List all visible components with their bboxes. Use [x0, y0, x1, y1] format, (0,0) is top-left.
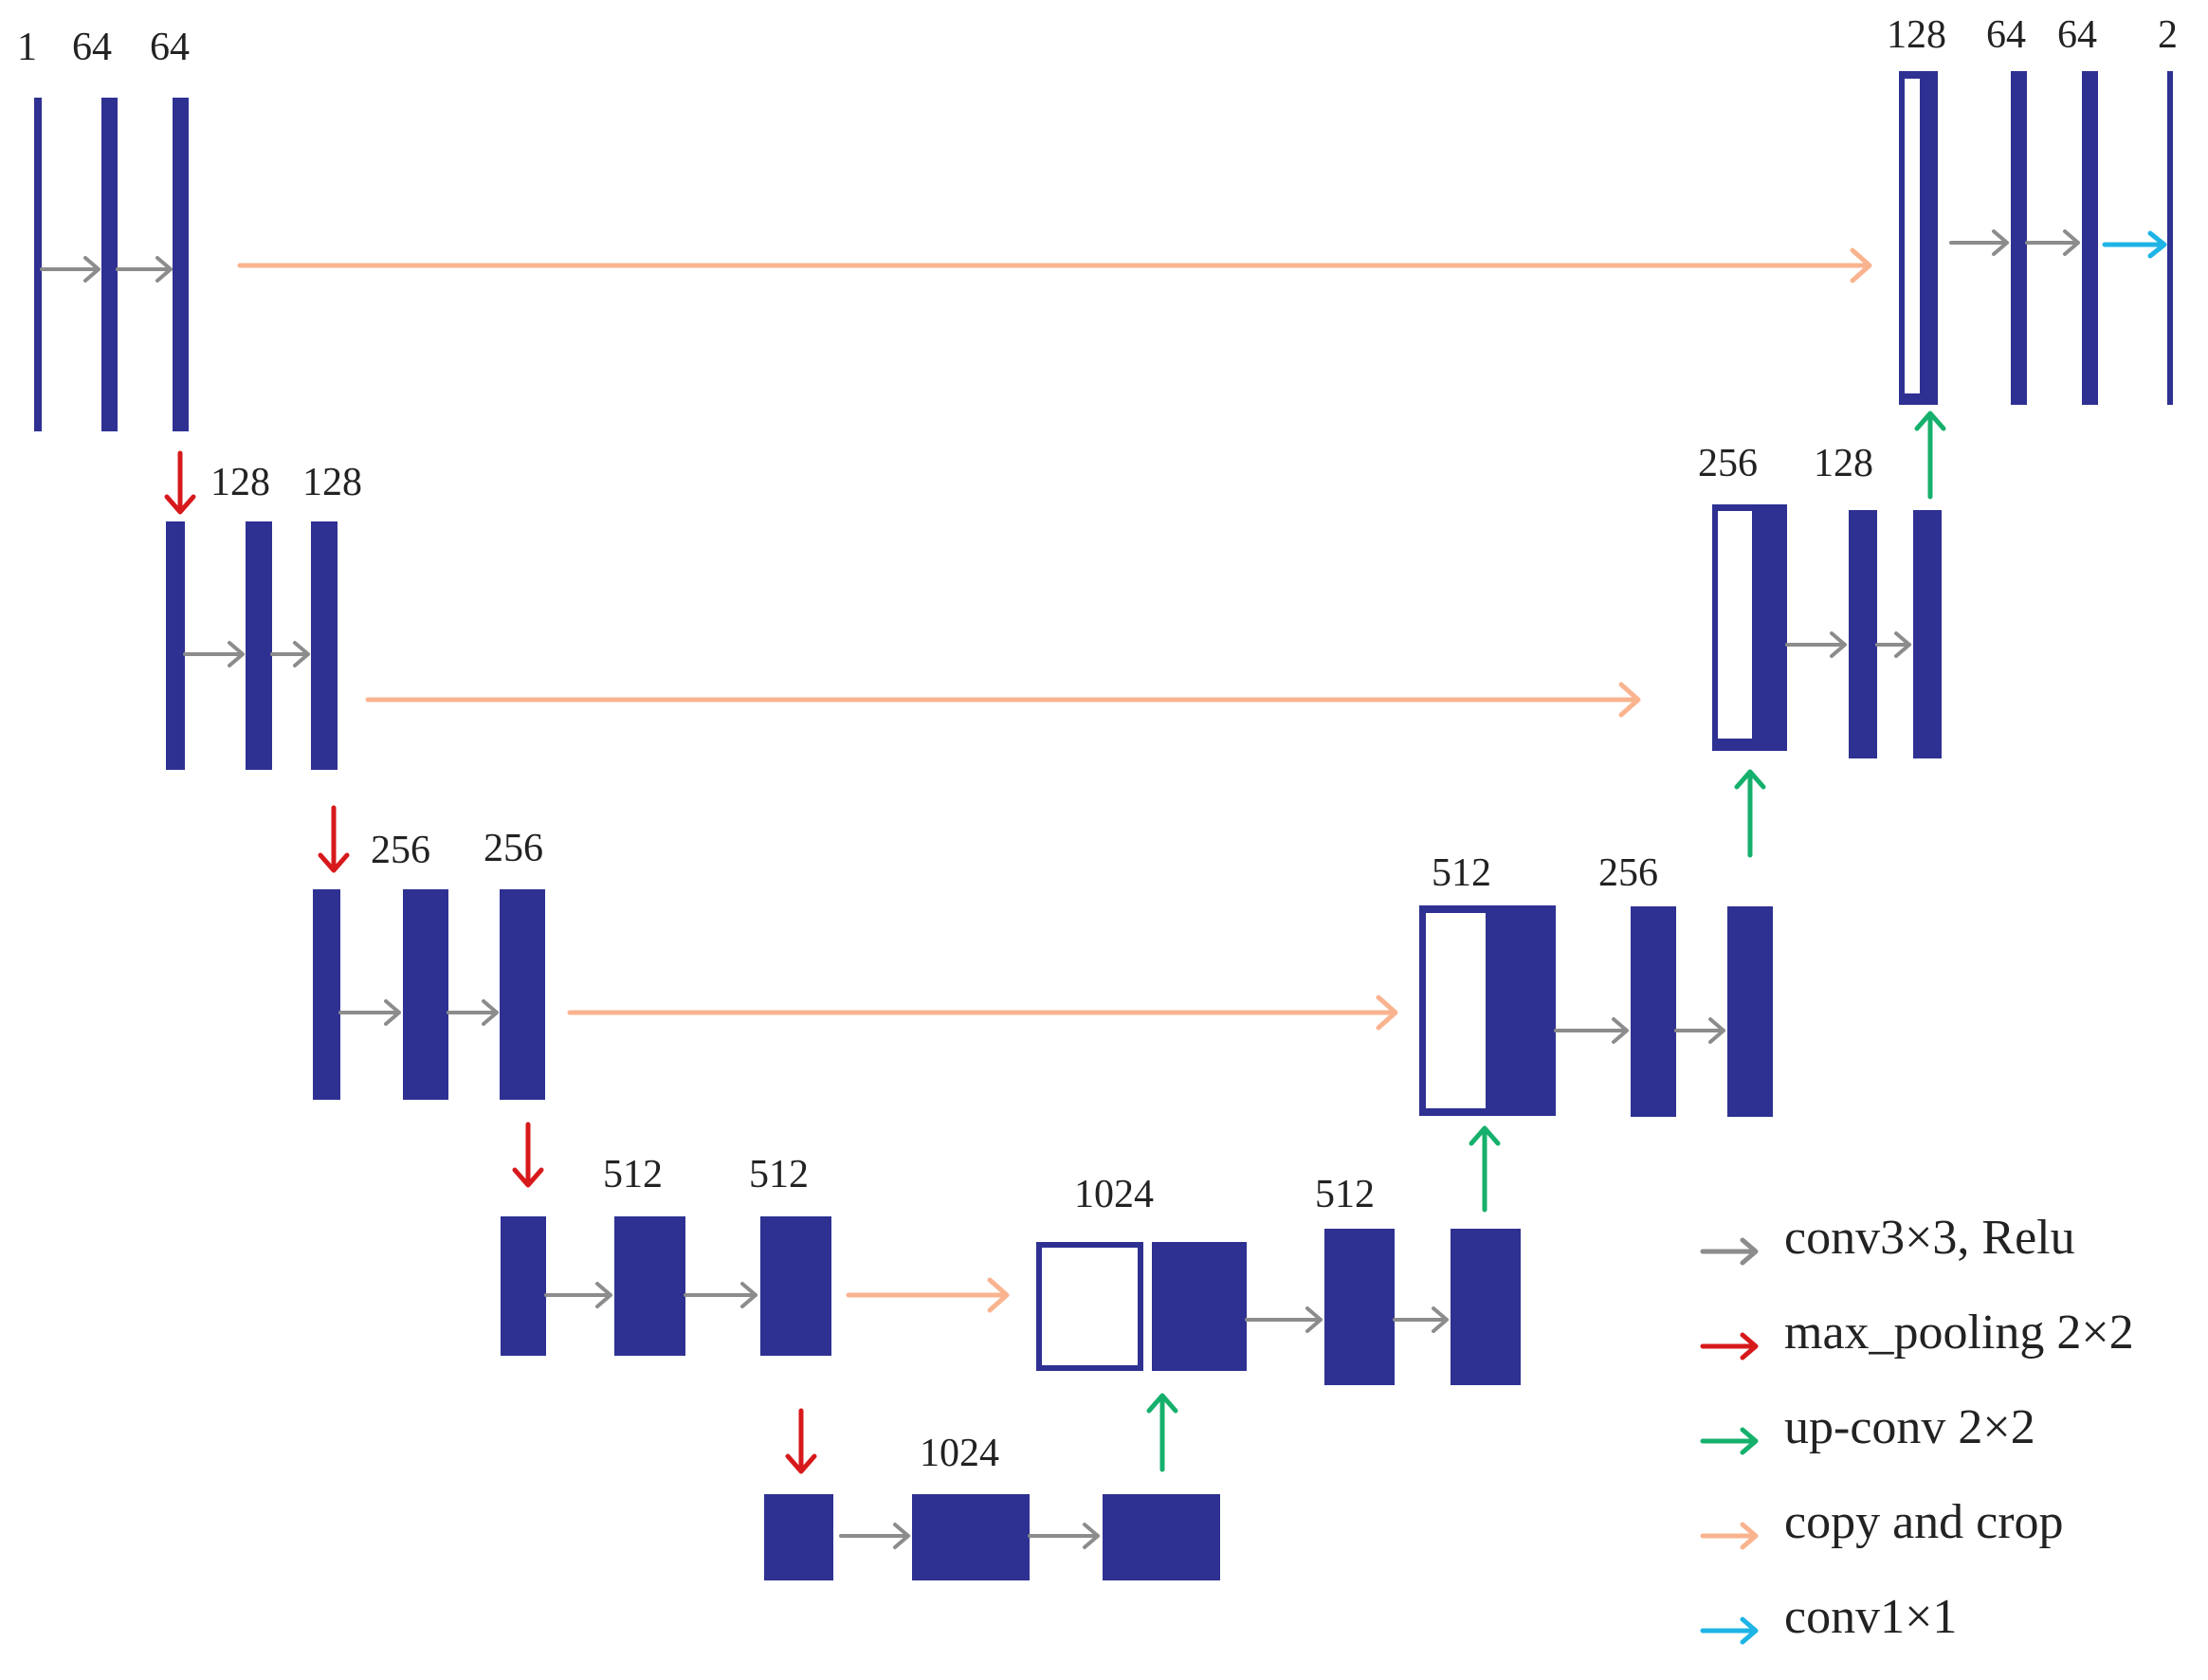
output-map-2 [2167, 71, 2173, 405]
feature-map-512-pooled [501, 1216, 546, 1356]
feature-map-256d [1727, 906, 1773, 1117]
channel-label: 64 [150, 26, 190, 69]
encoder-level-4: 512 512 [501, 1153, 831, 1356]
channel-label: 512 [749, 1153, 809, 1196]
copied-feature-map [1905, 79, 1920, 393]
green-arrow-icon [1700, 1427, 1759, 1455]
feature-map-512c [1324, 1229, 1395, 1385]
legend-item-up-conv: up-conv 2×2 [1700, 1400, 2035, 1455]
legend-item-max-pooling: max_pooling 2×2 [1700, 1306, 2134, 1360]
legend-label: copy and crop [1784, 1495, 2064, 1549]
decoder-level-3: 512 256 [1419, 851, 1773, 1117]
channel-label: 1024 [1074, 1173, 1154, 1216]
legend: conv3×3, Relu max_pooling 2×2 up-conv 2×… [1700, 1211, 2134, 1645]
legend-item-conv3x3: conv3×3, Relu [1700, 1211, 2075, 1266]
channel-label: 512 [1432, 851, 1491, 895]
feature-map-256c [1631, 906, 1676, 1117]
feature-map-128a [246, 521, 272, 770]
channel-label: 1 [17, 26, 37, 69]
legend-label: max_pooling 2×2 [1784, 1306, 2134, 1360]
channel-label: 256 [484, 827, 543, 870]
feature-map-128b [311, 521, 338, 770]
feature-map-256b [500, 889, 545, 1100]
feature-map-64c [2011, 71, 2027, 405]
channel-label: 128 [1814, 442, 1873, 485]
channel-label: 64 [1986, 13, 2026, 57]
bottleneck: 1024 [764, 1432, 1220, 1580]
blue-arrow-icon [1700, 1616, 1759, 1645]
decoder-level-2: 256 128 [1698, 442, 1942, 758]
conv1x1-arrow [2102, 230, 2167, 259]
channel-label: 512 [603, 1153, 663, 1196]
max-pooling-arrows [164, 450, 817, 1474]
up-conv-arrows [1146, 411, 1946, 1472]
legend-item-copy-and-crop: copy and crop [1700, 1495, 2064, 1550]
feature-map-64a [101, 98, 118, 431]
channel-label: 512 [1315, 1173, 1375, 1216]
conv3x3-arrows [40, 229, 2080, 1549]
feature-map-128c [1849, 510, 1877, 758]
feature-map-256a [403, 889, 448, 1100]
legend-item-conv1x1: conv1×1 [1700, 1590, 1957, 1645]
channel-label: 64 [2057, 13, 2097, 57]
legend-label: conv3×3, Relu [1784, 1211, 2075, 1265]
copied-feature-map [1426, 913, 1486, 1108]
feature-map-64b [173, 98, 189, 431]
channel-label: 256 [371, 829, 430, 872]
feature-map-128-pooled [166, 521, 185, 770]
channel-label: 2 [2158, 13, 2178, 57]
legend-label: up-conv 2×2 [1784, 1400, 2035, 1454]
encoder-level-2: 128 128 [166, 461, 362, 770]
feature-map-1 [34, 98, 42, 431]
copied-feature-map [1036, 1242, 1143, 1371]
feature-map-1024a [912, 1494, 1030, 1580]
channel-label: 128 [210, 461, 270, 504]
channel-label: 256 [1698, 442, 1758, 485]
feature-map-512a [614, 1216, 685, 1356]
feature-map-256-pooled [313, 889, 340, 1100]
feature-map-bottleneck-pooled [764, 1494, 833, 1580]
encoder-level-3: 256 256 [313, 827, 545, 1100]
feature-map-512b [760, 1216, 831, 1356]
copy-and-crop-arrows [237, 247, 1872, 1313]
feature-map-64d [2082, 71, 2098, 405]
feature-map-1024b [1103, 1494, 1220, 1580]
decoder-level-4: 1024 512 [1036, 1173, 1521, 1385]
decoder-level-1: 128 64 64 2 [1887, 13, 2178, 405]
channel-label: 256 [1598, 851, 1658, 895]
copied-feature-map [1718, 511, 1752, 739]
gray-arrow-icon [1700, 1237, 1759, 1266]
red-arrow-icon [1700, 1332, 1759, 1360]
channel-label: 64 [72, 26, 112, 69]
legend-label: conv1×1 [1784, 1590, 1957, 1644]
upconv-feature-map [1152, 1242, 1247, 1371]
channel-label: 128 [1887, 13, 1946, 57]
channel-label: 128 [302, 461, 362, 504]
feature-map-512d [1451, 1229, 1521, 1385]
orange-arrow-icon [1700, 1522, 1759, 1550]
encoder-level-1: 1 64 64 [17, 26, 190, 431]
channel-label: 1024 [920, 1432, 999, 1475]
feature-map-128d [1913, 510, 1942, 758]
